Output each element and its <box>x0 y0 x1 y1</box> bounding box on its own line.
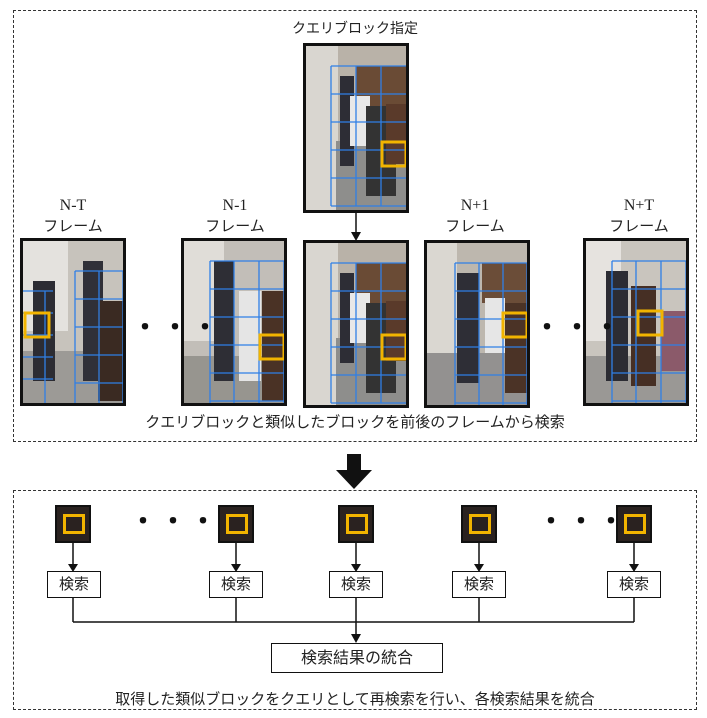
thumbnail-4 <box>461 505 497 543</box>
down-arrow-icon <box>336 454 372 489</box>
frame-n-minus-t <box>20 238 126 406</box>
query-to-frame-arrow <box>351 212 361 241</box>
thumbnail-3 <box>338 505 374 543</box>
bottom-ellipsis-right: ・・・ <box>538 507 629 537</box>
search-box-1: 検索 <box>47 571 101 598</box>
frame-n-minus-1 <box>181 238 287 406</box>
search-box-4: 検索 <box>452 571 506 598</box>
frame-n-plus-1 <box>424 240 530 408</box>
thumbnail-2 <box>218 505 254 543</box>
ellipsis-left: ・・・ <box>132 313 223 343</box>
top-caption: クエリブロックと類似したブロックを前後のフレームから検索 <box>145 413 565 431</box>
merge-results-box: 検索結果の統合 <box>271 643 443 673</box>
search-box-5: 検索 <box>607 571 661 598</box>
frame-n-plus-t <box>583 238 689 406</box>
bottom-panel <box>13 490 697 710</box>
top-panel <box>13 10 697 442</box>
thumbnail-1 <box>55 505 91 543</box>
bottom-ellipsis-left: ・・・ <box>130 507 221 537</box>
query-frame <box>303 43 409 213</box>
frame-n <box>303 240 409 408</box>
query-block-title: クエリブロック指定 <box>292 21 418 37</box>
bottom-caption: 取得した類似ブロックをクエリとして再検索を行い、各検索結果を統合 <box>115 690 595 708</box>
thumbnail-5 <box>616 505 652 543</box>
search-box-3: 検索 <box>329 571 383 598</box>
search-box-2: 検索 <box>209 571 263 598</box>
ellipsis-right: ・・・ <box>534 313 625 343</box>
